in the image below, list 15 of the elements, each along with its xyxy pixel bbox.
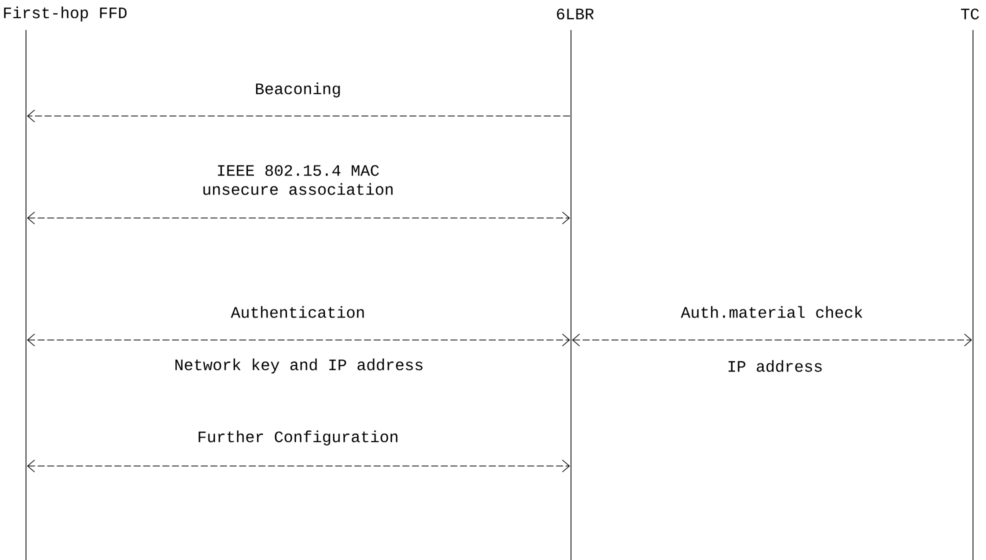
- edge-label: Auth.material check: [680, 306, 862, 318]
- arrow: [27, 212, 570, 224]
- message-note: IP address: [728, 360, 822, 372]
- participant-label: TC: [961, 8, 979, 20]
- edge-label: Further Configuration: [198, 430, 398, 446]
- message-note: Network key and IP address: [175, 358, 422, 374]
- arrow: [27, 110, 570, 122]
- edge-label: Authentication: [230, 306, 364, 318]
- participant-label: 6LBR: [556, 8, 594, 20]
- participant-label: First-hop FFD: [4, 6, 127, 22]
- edge-label: Beaconing: [256, 82, 340, 98]
- edge-label: IEEE 802.15.4 MAC unsecure association: [203, 165, 393, 195]
- arrow: [27, 460, 570, 472]
- arrow: [27, 334, 570, 346]
- arrow: [572, 334, 972, 346]
